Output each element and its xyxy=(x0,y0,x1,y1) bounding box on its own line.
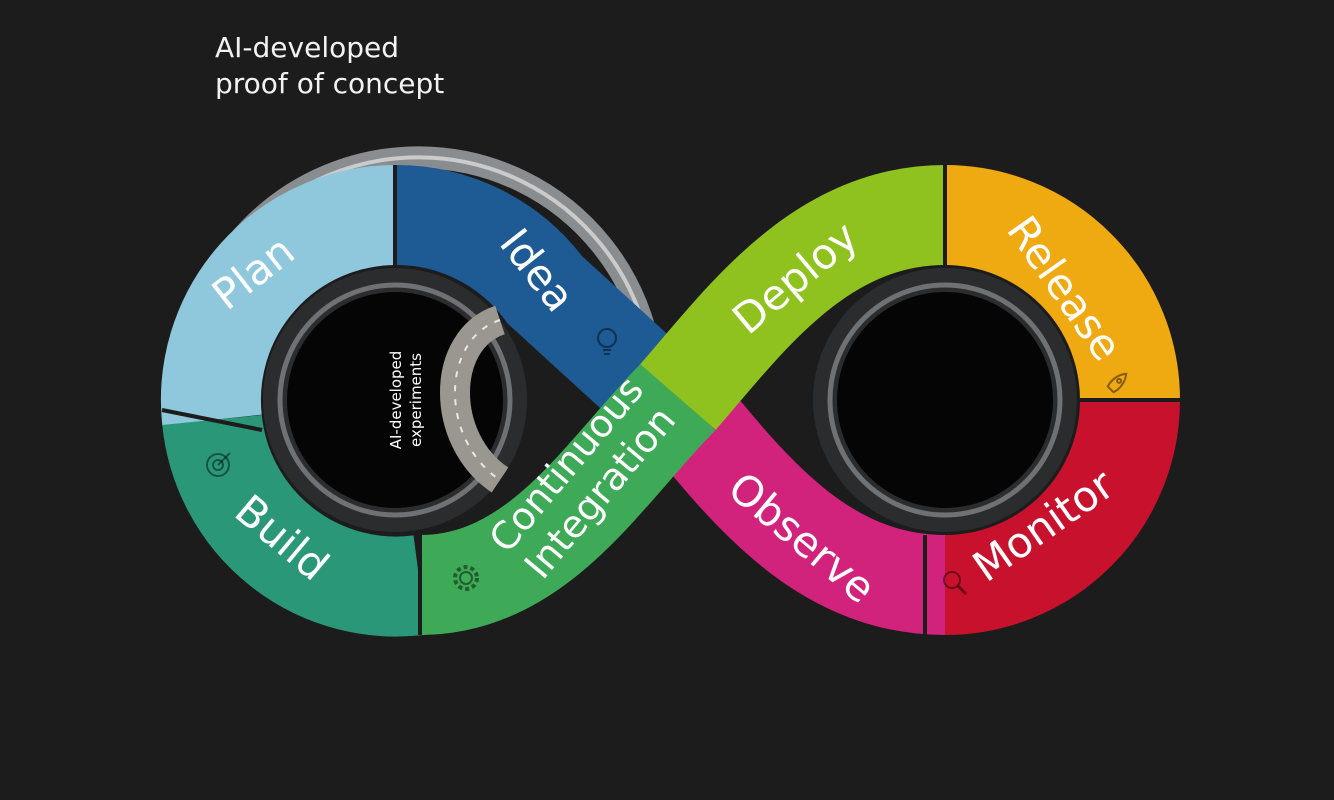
center-label-line-1: AI-developed xyxy=(387,351,405,450)
segment-plan xyxy=(160,165,397,426)
center-label-line-2: experiments xyxy=(407,353,425,447)
right-hole-center xyxy=(837,292,1053,508)
left-hole-ring xyxy=(277,282,513,518)
segment-idea xyxy=(394,164,694,432)
magnifier-icon xyxy=(943,571,968,596)
segment-deploy xyxy=(640,165,947,430)
center-label: AI-developed experiments xyxy=(387,351,425,450)
target-icon xyxy=(206,452,231,477)
gear-icon xyxy=(453,565,479,591)
caption-line-1: AI-developed xyxy=(215,31,399,64)
segment-ci xyxy=(417,359,716,635)
poc-caption: AI-developed proof of concept xyxy=(215,30,444,102)
lightbulb-icon xyxy=(597,328,617,355)
left-hole-center xyxy=(287,292,503,508)
right-hole-ring xyxy=(827,282,1063,518)
segment-release xyxy=(943,165,1180,402)
segment-dividers xyxy=(161,165,1180,635)
caption-line-2: proof of concept xyxy=(215,67,445,100)
segment-build xyxy=(162,413,427,637)
rocket-icon xyxy=(1106,372,1128,394)
segment-monitor xyxy=(943,398,1180,635)
road-ramp xyxy=(440,305,510,493)
